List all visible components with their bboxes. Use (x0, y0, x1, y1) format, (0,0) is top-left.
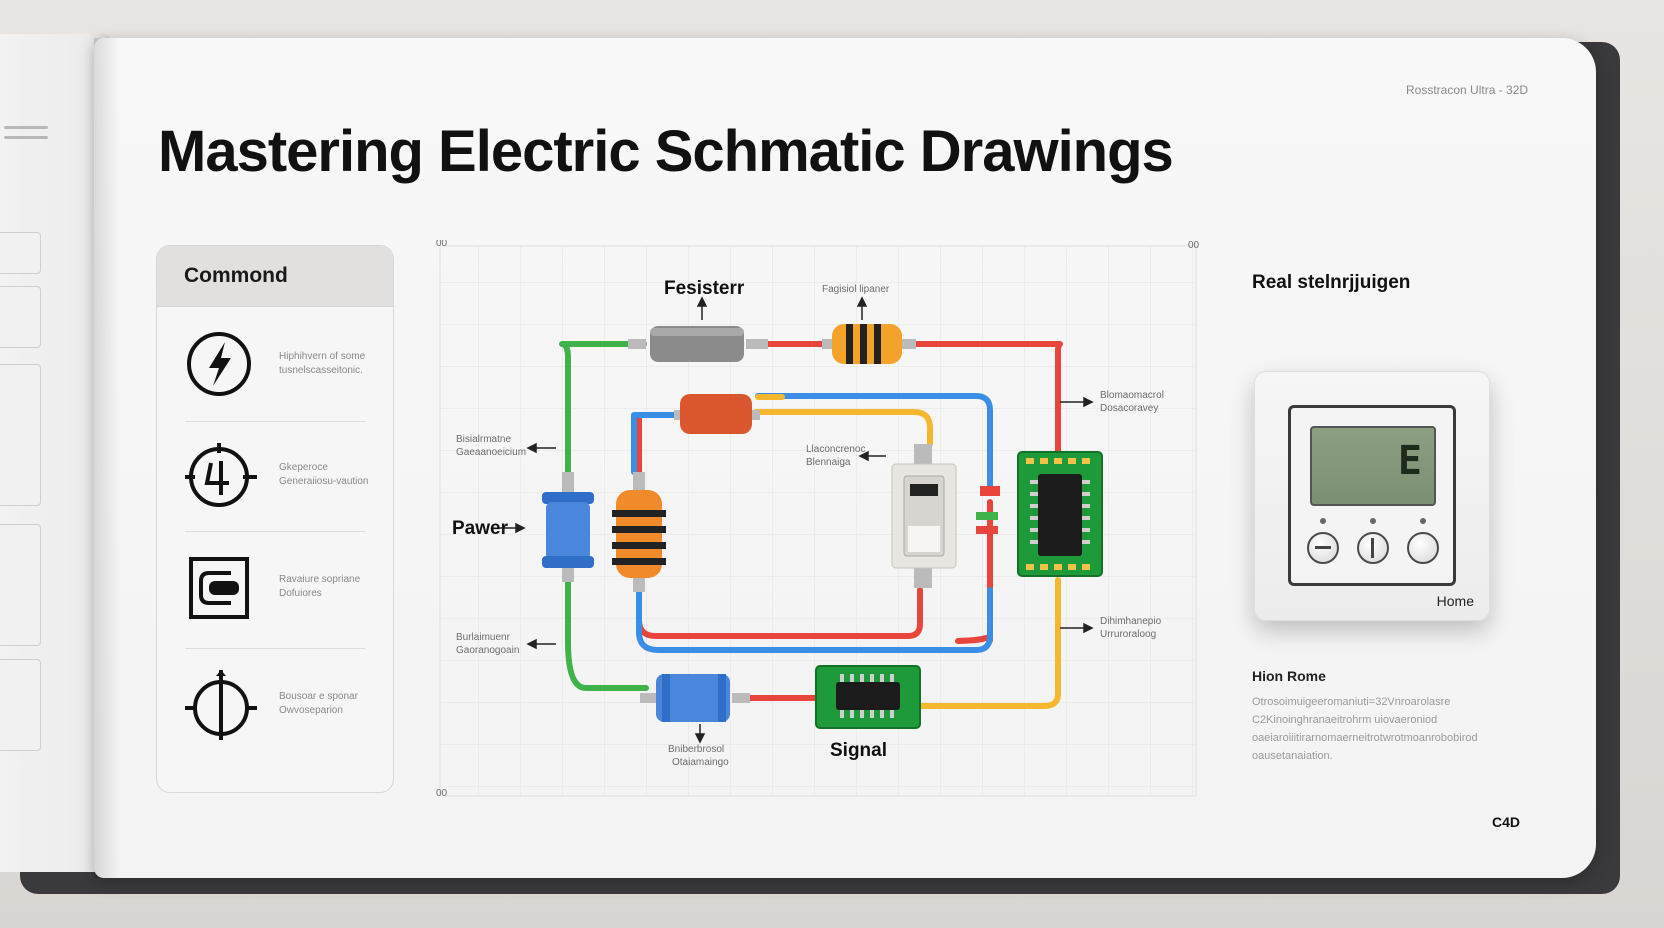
resistor-grey (628, 326, 768, 362)
callout-label: Gaoranogoain (456, 645, 519, 656)
callout-label: Urruroraloog (1100, 629, 1156, 640)
power-label: Pawer (452, 518, 509, 539)
legend-item: Gkeperoce Generaiiosu-vaution (185, 429, 369, 519)
power-cell (542, 472, 594, 582)
page-thumbnail (0, 364, 41, 506)
wire-yellow (917, 577, 1061, 709)
callout-label: Bniberbrosol (668, 744, 724, 755)
wire-blue (636, 587, 993, 653)
corner-tag: 00 (436, 788, 448, 799)
resistor-orange (822, 324, 916, 364)
legend-title: Commond (157, 246, 393, 307)
callout-label: Dosacoravey (1100, 403, 1158, 414)
legend-item: Bousoar e sponar Owvoseparion (185, 658, 365, 748)
legend-item-desc: Gkeperoce Generaiiosu-vaution (279, 462, 369, 487)
divider (185, 531, 365, 532)
right-knob[interactable] (1407, 518, 1439, 564)
center-knob[interactable] (1357, 518, 1389, 564)
resistor-label: Fesisterr (664, 278, 745, 299)
section-paragraph: Otrosoimuigeeromaniuti=32Vnroarolasre C2… (1252, 696, 1478, 762)
corner-tag: 00 (1188, 240, 1200, 251)
crosshair-circle-icon (185, 670, 257, 740)
callout-label: Llaconcrenoc (806, 444, 865, 455)
callout-arrows (500, 296, 1094, 744)
section-subtitle: Hion Rome (1252, 668, 1326, 684)
brand-label: Rosstracon Ultra - 32D (1406, 83, 1529, 97)
thermostat-device: E Home (1254, 371, 1490, 621)
lcd-readout: E (1397, 438, 1422, 484)
wire-yellow (753, 409, 933, 447)
switch-box-icon (189, 557, 249, 619)
divider (185, 648, 365, 649)
legend-item-desc: Hiphihvern of some tusnelscasseitonic. (279, 351, 366, 376)
legend-item: Ravaiure sopriane Dofuiores (185, 541, 365, 631)
page-text-line (4, 136, 48, 139)
real-device-title: Real stelnrjjuigen (1252, 272, 1411, 293)
page-thumbnail (0, 659, 41, 751)
legend-card: Commond Hiphihvern of some tusnelscassei… (156, 245, 394, 793)
callout-label: Blomaomacrol (1100, 390, 1164, 401)
resistor-sub-label: Fagisiol lipaner (822, 284, 890, 295)
signal-label: Signal (830, 740, 887, 761)
circuit-diagram: 00 00 00 (436, 240, 1200, 799)
connector-indicators (976, 486, 1000, 534)
lcd-display: E (1310, 426, 1436, 506)
capacitor-orange (674, 394, 760, 434)
page-thumbnail (0, 524, 41, 646)
device-face: E (1288, 405, 1456, 586)
callout-label: Gaeaanoeicium (456, 447, 526, 458)
callout-label: Burlaimuenr (456, 632, 511, 643)
callout-label: Dihimhanepio (1100, 616, 1162, 627)
page-thumbnail (0, 286, 41, 348)
legend-item: Hiphihvern of some tusnelscasseitonic. (185, 318, 365, 408)
page-thumbnail (0, 232, 41, 274)
lightning-bolt-icon (187, 332, 251, 396)
coil-inductor (612, 472, 666, 592)
microchip-right (1017, 451, 1103, 577)
callout-label: Blennaiga (806, 457, 851, 468)
page-title: Mastering Electric Schmatic Drawings (158, 119, 1174, 184)
corner-mark: C4D (1492, 814, 1521, 830)
divider (185, 421, 365, 422)
page-text-line (4, 126, 48, 129)
legend-item-desc: Ravaiure sopriane Dofuiores (279, 574, 361, 599)
capacitor-blue (640, 674, 750, 722)
minus-knob[interactable] (1307, 518, 1339, 564)
ground-circle-icon (185, 443, 257, 507)
wire-blue (631, 412, 691, 475)
previous-page (0, 34, 110, 872)
microchip-bottom (815, 665, 921, 729)
wire-blue (755, 393, 993, 491)
device-label: Home (1436, 593, 1474, 609)
toggle-switch (891, 444, 957, 588)
callout-label: Otaiamaingo (672, 757, 729, 768)
wire-red (897, 341, 1063, 458)
corner-tag: 00 (436, 240, 448, 249)
spine-shadow (94, 38, 120, 878)
legend-item-desc: Bousoar e sponar Owvoseparion (279, 691, 358, 716)
callout-label: Bisialrmatne (456, 434, 511, 445)
